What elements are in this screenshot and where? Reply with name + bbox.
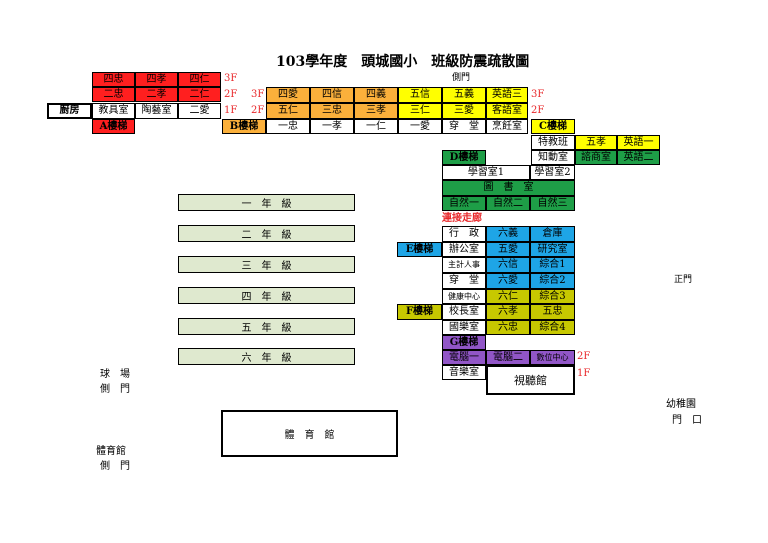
room-science-2: 自然二 (486, 196, 530, 211)
room-storage: 倉庫 (530, 226, 575, 242)
room-5-ren: 五仁 (266, 103, 310, 119)
grade-3-box: 三 年 級 (178, 256, 355, 273)
room-digital-center: 數位中心 (530, 350, 575, 365)
grade-5-box: 五 年 級 (178, 318, 355, 335)
field-gate-label: 側 門 (100, 384, 130, 395)
room-5-zhong: 五忠 (530, 304, 575, 320)
room-study-1: 學習室1 (442, 165, 530, 180)
room-english-3: 英語三 (486, 87, 528, 103)
room-general-4: 綜合4 (530, 320, 575, 335)
room-2-xiao: 二孝 (135, 87, 178, 102)
room-2-ai: 二愛 (178, 103, 221, 119)
room-special-ed: 特教班 (531, 135, 575, 150)
room-4-ren: 四仁 (178, 72, 221, 87)
room-hallway-b: 穿 堂 (442, 119, 486, 134)
room-4-xin: 四信 (310, 87, 354, 103)
room-3-zhong: 三忠 (310, 103, 354, 119)
room-4-ai: 四愛 (266, 87, 310, 103)
room-hakka: 客語室 (486, 103, 528, 119)
grade-6-box: 六 年 級 (178, 348, 355, 365)
room-5-xin: 五信 (398, 87, 442, 103)
room-principal: 校長室 (442, 304, 486, 320)
room-6-ai: 六愛 (486, 273, 530, 289)
main-gate-label: 正門 (674, 275, 693, 285)
floor-label-3f-b: 3F (251, 89, 265, 100)
room-hallway-e: 穿 堂 (442, 273, 486, 289)
stair-b: B樓梯 (222, 119, 266, 134)
room-motor-skills: 知動室 (531, 150, 575, 165)
room-6-xin: 六信 (486, 257, 530, 273)
room-general-1: 綜合1 (530, 257, 575, 273)
room-5-ai: 五愛 (486, 242, 530, 257)
gymnasium: 體 育 館 (221, 410, 398, 457)
gym-gate-label: 側 門 (100, 461, 130, 472)
floor-label-1f-g: 1F (577, 368, 591, 379)
room-english-2: 英語二 (617, 150, 660, 165)
room-6-zhong: 六忠 (486, 320, 530, 335)
room-general-3: 綜合3 (530, 289, 575, 304)
room-cooking: 烹飪室 (486, 119, 528, 134)
room-admin: 行 政 (442, 226, 486, 242)
room-library: 圖 書 室 (442, 180, 575, 196)
room-2-ren: 二仁 (178, 87, 221, 102)
room-6-ren: 六仁 (486, 289, 530, 304)
kindergarten-label: 幼稚園 (666, 399, 696, 410)
room-2-zhong: 二忠 (92, 87, 135, 102)
room-science-1: 自然一 (442, 196, 486, 211)
room-1-zhong: 一忠 (266, 119, 310, 134)
room-general-2: 綜合2 (530, 273, 575, 289)
grade-1-box: 一 年 級 (178, 194, 355, 211)
stair-e: E樓梯 (397, 242, 442, 257)
floor-label-3f-c: 3F (531, 89, 545, 100)
room-1-xiao: 一孝 (310, 119, 354, 134)
stair-f: F樓梯 (397, 304, 442, 320)
room-research: 研究室 (530, 242, 575, 257)
floor-label-2f-b: 2F (251, 105, 265, 116)
room-5-yi: 五義 (442, 87, 486, 103)
room-6-yi: 六義 (486, 226, 530, 242)
connect-corridor-label: 連接走廊 (442, 213, 482, 224)
room-5-xiao: 五孝 (575, 135, 617, 150)
floor-label-2f-a: 2F (224, 89, 238, 100)
room-computer-2: 電腦二 (486, 350, 530, 365)
room-teaching-aids: 教具室 (92, 103, 135, 119)
stair-a: A樓梯 (92, 119, 135, 134)
room-1-ren: 一仁 (354, 119, 398, 134)
room-study-2: 學習室2 (530, 165, 575, 180)
room-science-3: 自然三 (530, 196, 575, 211)
stair-d: D樓梯 (442, 150, 486, 165)
page-title: 103學年度 頭城國小 班級防震疏散圖 (276, 54, 530, 70)
room-3-xiao: 三孝 (354, 103, 398, 119)
room-kitchen: 廚房 (47, 103, 92, 119)
field-label: 球 場 (100, 369, 130, 380)
room-music: 音樂室 (442, 365, 486, 380)
grade-2-box: 二 年 級 (178, 225, 355, 242)
room-4-zhong: 四忠 (92, 72, 135, 87)
room-computer-1: 電腦一 (442, 350, 486, 365)
stair-g: G樓梯 (442, 335, 486, 350)
floor-label-1f-a: 1F (224, 105, 238, 116)
room-3-ren: 三仁 (398, 103, 442, 119)
room-chinese-music: 國樂室 (442, 320, 486, 335)
room-office: 辦公室 (442, 242, 486, 257)
room-6-xiao: 六孝 (486, 304, 530, 320)
stair-c: C樓梯 (531, 119, 575, 134)
room-3-ai: 三愛 (442, 103, 486, 119)
room-4-xiao: 四孝 (135, 72, 178, 87)
grade-4-box: 四 年 級 (178, 287, 355, 304)
floor-label-3f-a: 3F (224, 73, 238, 84)
room-accounting-hr: 主計人事 (442, 257, 486, 273)
floor-label-2f-g: 2F (577, 351, 591, 362)
room-4-yi: 四義 (354, 87, 398, 103)
room-1-ai: 一愛 (398, 119, 442, 134)
gym-label: 體育館 (96, 446, 126, 457)
room-health-center: 健康中心 (442, 289, 486, 304)
side-gate-top-label: 側門 (452, 73, 471, 83)
room-pottery: 陶藝室 (135, 103, 178, 119)
room-counseling: 諮商室 (575, 150, 617, 165)
room-english-1: 英語一 (617, 135, 660, 150)
kindergarten-gate-label: 門 口 (672, 415, 702, 426)
auditorium: 視聽館 (486, 365, 575, 395)
floor-label-2f-c: 2F (531, 105, 545, 116)
